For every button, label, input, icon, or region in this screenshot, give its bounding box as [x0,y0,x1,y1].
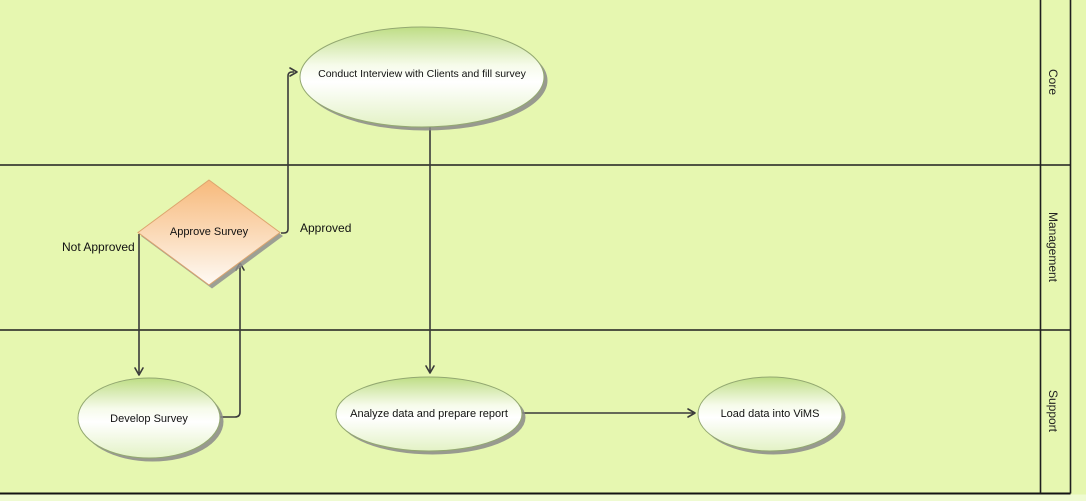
edge-label-approved: Approved [300,221,351,235]
lane-label-support: Support [1046,390,1060,433]
arrowhead-conduct-to-analyze [425,365,435,374]
arrowhead-approved [289,67,298,77]
node-conduct-interview[interactable]: Conduct Interview with Clients and fill … [299,26,548,131]
node-approve-survey[interactable]: Approve Survey [137,179,283,289]
node-label: Develop Survey [110,413,188,425]
node-develop-survey[interactable]: Develop Survey [77,377,224,462]
edge-label-not-approved: Not Approved [62,240,135,254]
edge-approved [281,71,294,234]
node-shape[interactable] [299,26,545,128]
node-shape[interactable] [697,376,843,452]
lane-label-management: Management [1046,212,1060,283]
node-label: Approve Survey [170,226,249,238]
node-label: Analyze data and prepare report [350,408,508,420]
node-shape[interactable] [137,179,281,286]
lane-label-core: Core [1046,69,1060,95]
footer-strip [0,494,1086,501]
node-shape[interactable] [335,376,523,452]
node-label: Load data into ViMS [721,408,820,420]
node-label: Conduct Interview with Clients and fill … [318,68,527,80]
arrowhead-not-approved [134,367,144,376]
node-shape[interactable] [77,377,221,459]
edge-develop-to-approve [220,266,241,418]
node-load-data[interactable]: Load data into ViMS [697,376,846,455]
arrowhead-analyze-to-load [687,408,696,418]
node-analyze-data[interactable]: Analyze data and prepare report [335,376,526,455]
